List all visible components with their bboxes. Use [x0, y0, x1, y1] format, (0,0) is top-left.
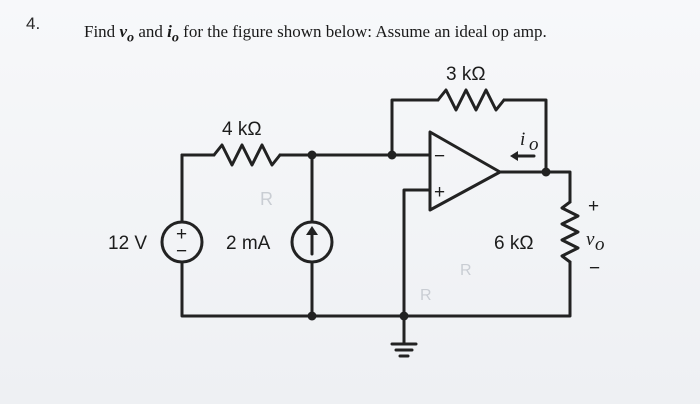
vo-label: v [586, 229, 595, 250]
resistor-4k [212, 143, 282, 167]
opamp-inverting-sign: − [434, 146, 445, 167]
wire-feedback-right [502, 98, 548, 174]
junction-dot [399, 311, 409, 321]
current-source-symbol [290, 220, 334, 264]
ghost-r4: R [420, 287, 432, 304]
vo-minus: − [589, 258, 600, 279]
wire-output [498, 170, 572, 204]
statement-rest: for the figure shown below: Assume an id… [178, 22, 547, 41]
problem-statement: Find vo and io for the figure shown belo… [84, 22, 547, 46]
r4k-label: 4 kΩ [222, 119, 262, 140]
voltage-source-label: 12 V [108, 233, 147, 254]
junction-dot [307, 311, 317, 321]
junction-dot [307, 150, 317, 160]
var-v: v [119, 22, 127, 41]
wire-feedback-left [390, 98, 440, 157]
vs-minus: − [176, 241, 187, 262]
voltage-source-symbol [160, 220, 204, 264]
resistor-6k [560, 200, 580, 264]
problem-number: 4. [26, 14, 41, 33]
current-arrowhead [306, 226, 318, 235]
current-source-label: 2 mA [226, 233, 271, 254]
io-sub: o [529, 134, 539, 155]
vo-plus: + [588, 196, 599, 217]
junction-dot [541, 167, 551, 177]
r6k-label: 6 kΩ [494, 233, 534, 254]
vo-sub: o [595, 234, 605, 255]
opamp-triangle [428, 130, 502, 212]
statement-and: and [134, 22, 168, 41]
vs-plus: + [176, 224, 187, 245]
ghost-r3: R [460, 262, 472, 279]
io-label: i [520, 129, 525, 150]
ghost-r2: R [260, 189, 273, 209]
io-arrowhead [510, 151, 518, 161]
junction-dot [387, 150, 397, 160]
wire-6k-bottom [402, 260, 572, 318]
var-i: i [167, 22, 172, 41]
statement-find: Find [84, 22, 120, 41]
var-i-sub: o [171, 29, 179, 46]
opamp-noninverting-sign: + [434, 182, 445, 203]
wire-noninv-input [402, 188, 432, 318]
r3k-label: 3 kΩ [446, 64, 486, 85]
wire-left-bottom [180, 260, 412, 318]
var-v-sub: o [126, 29, 135, 46]
resistor-3k [436, 88, 506, 112]
